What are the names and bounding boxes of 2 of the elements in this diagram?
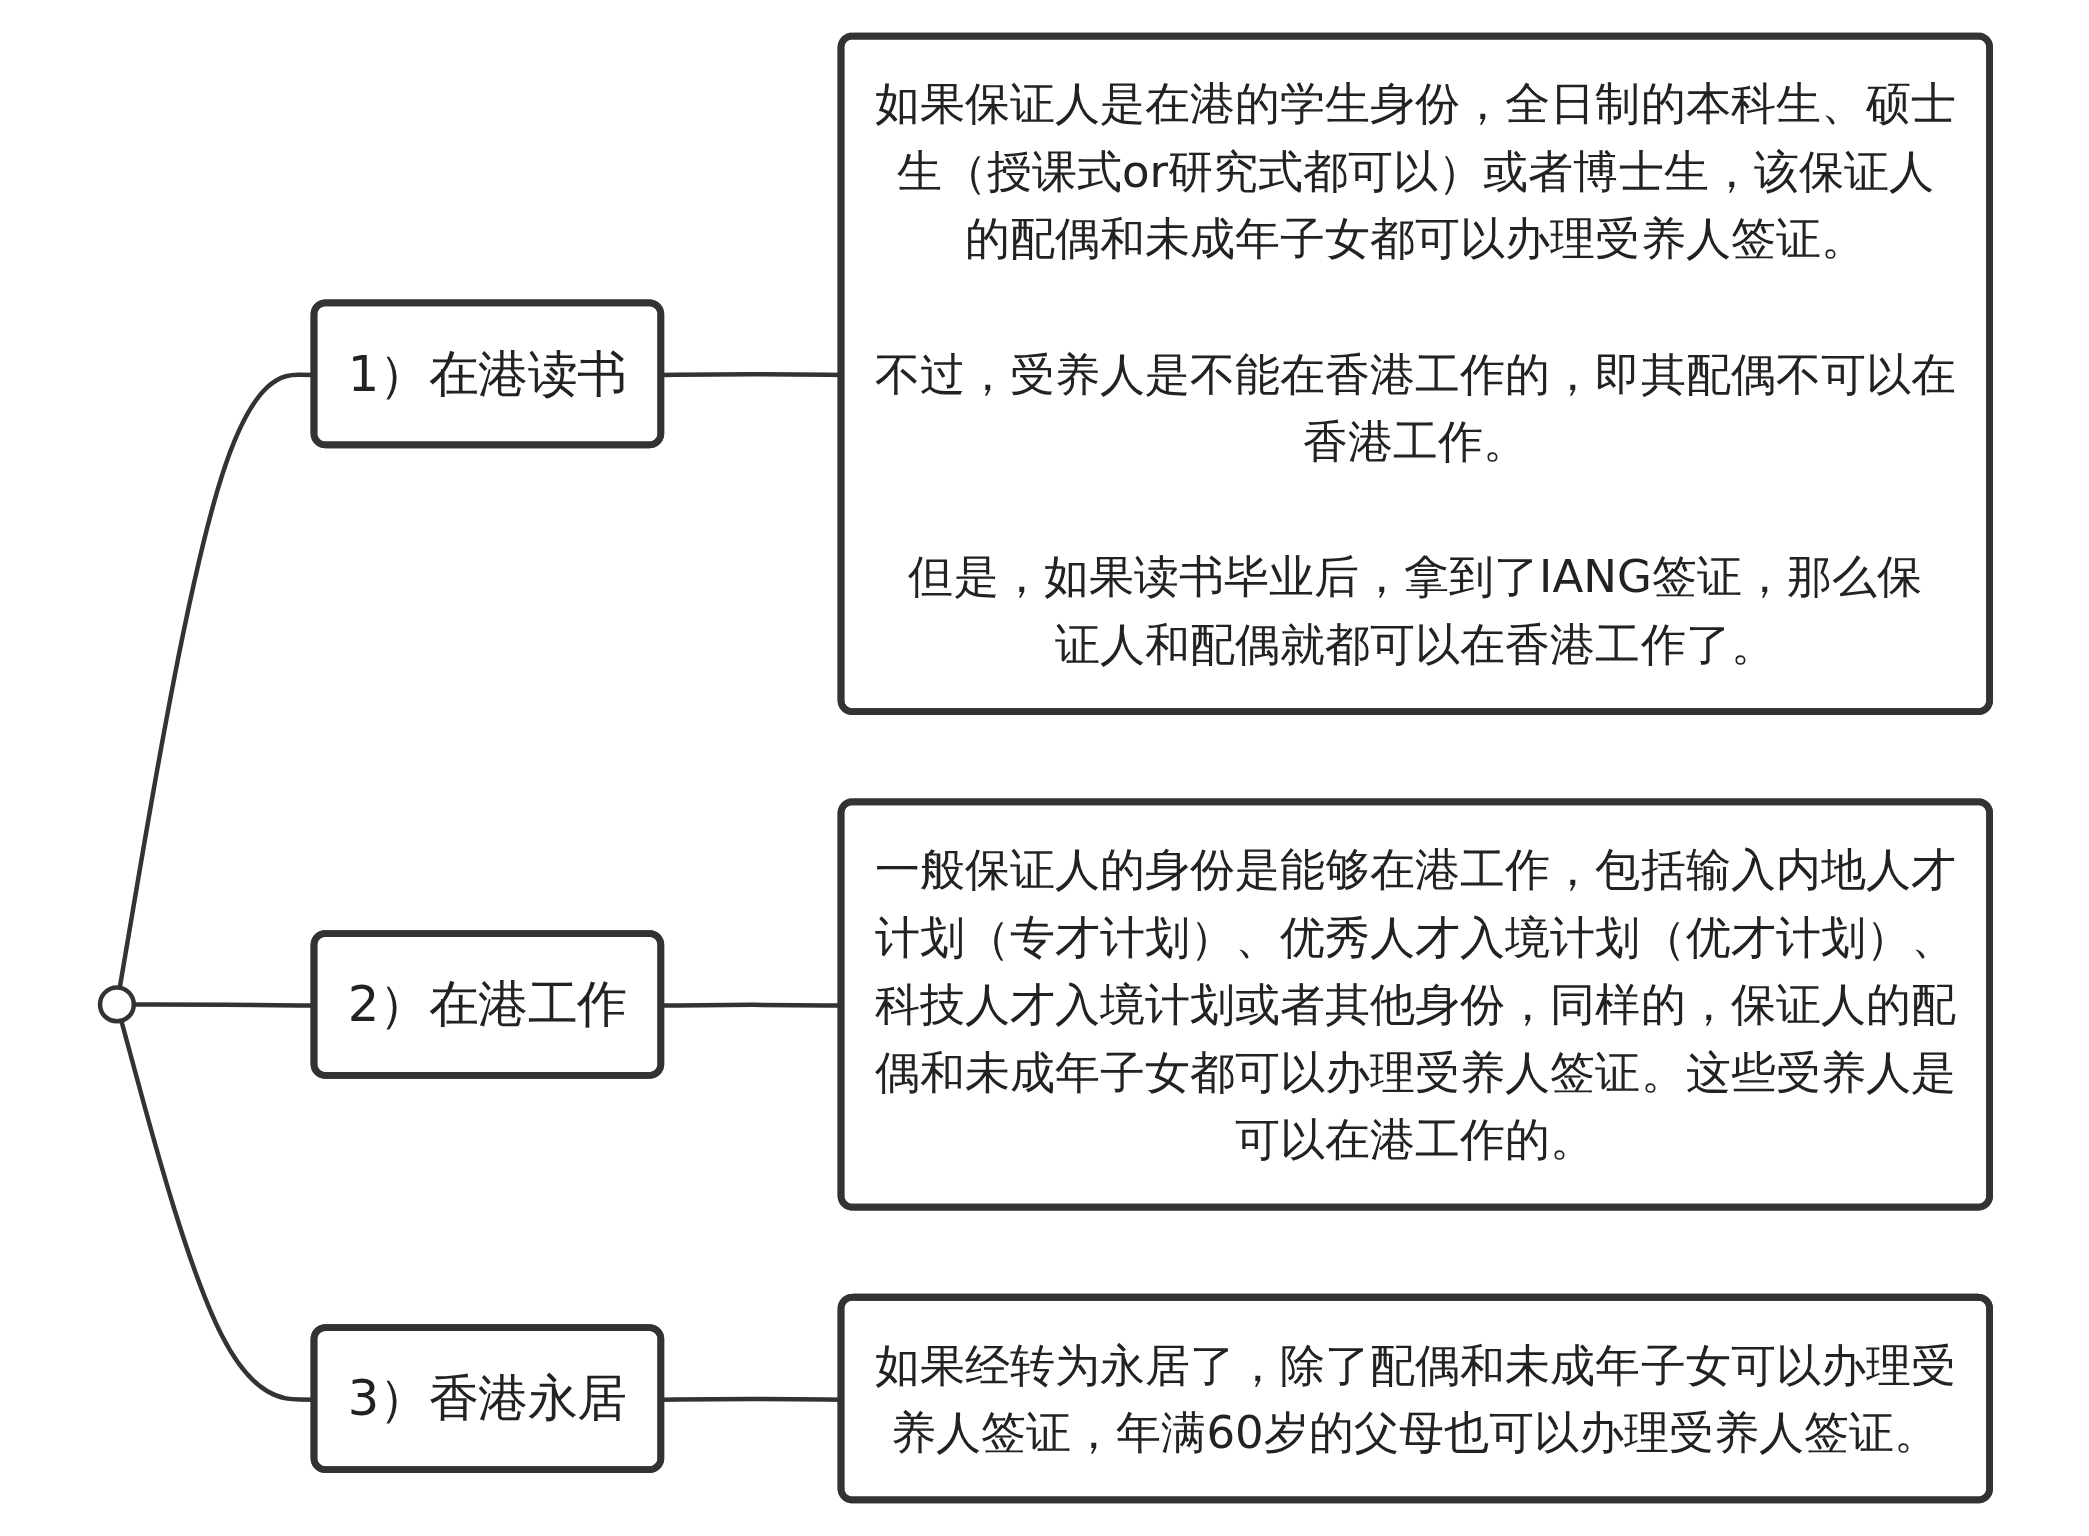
node-circle (97, 985, 136, 1024)
mind-map-drawing: 1）在港读书 如果保证人是在港的学生身份，全日制的本科生、硕士生（授课式or研究式都可以）或者博士生，该保证人的配偶和未成年子女都可以办理受养人签证。 不过，受养人是不能在香港工作的，即其配偶不可以在香港工作。 但是，如果读书毕业后，拿到了IANG签证，那么保证人和配偶就都可以在香港工作了。 2）在港工作 一般保证人的身份是能够在港工作，包括输入内地人才计划（专才计划）、优秀人才入境计划（优才计划）、科技人才入境计划或者其他身份，同样的，保证人的配偶和未成年子女都可以办理受养人签证。这些受养人是可以在港工作的。 3）香港永居 如果经转为永居了，除了配偶和未成年子女可以办理受养人签证，年满60岁的父母也可以办理受养人签证。 (81, 18, 2008, 1518)
